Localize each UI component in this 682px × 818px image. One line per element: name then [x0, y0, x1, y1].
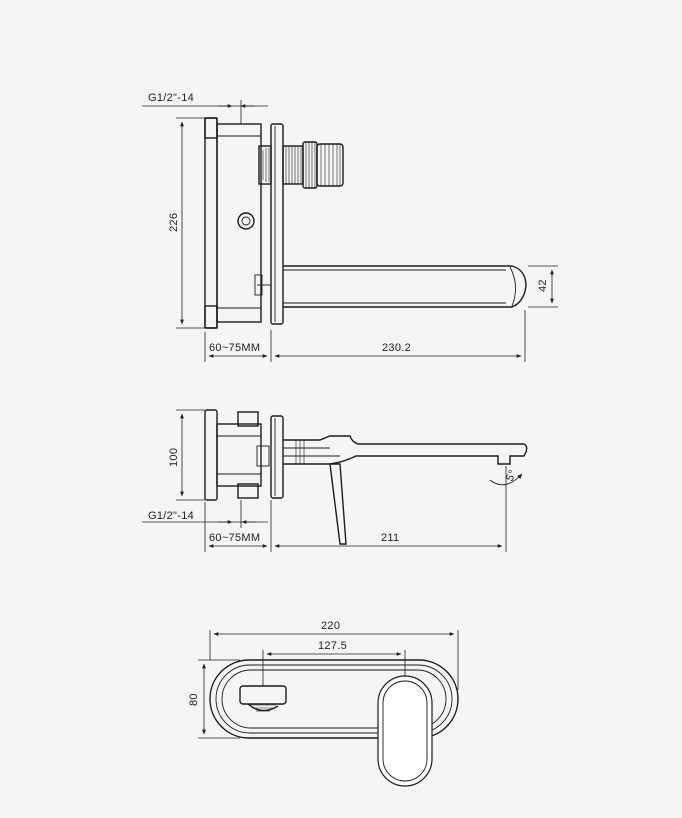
thread-label-top: G1/2"-14 — [148, 92, 194, 104]
angle-label: 5° — [504, 468, 520, 483]
dim-thread-top: G1/2"-14 — [142, 92, 268, 124]
valve-body-top — [204, 117, 271, 329]
dim-spout-42: 42 — [528, 265, 558, 308]
spout-label-42: 42 — [537, 279, 549, 292]
dim-spacing-127: 127.5 — [262, 640, 406, 686]
dim-height-80: 80 — [188, 659, 240, 739]
dim-reach-211: 211 — [274, 466, 507, 552]
dim-wall-mid: 60~75MM — [204, 500, 272, 552]
dim-height-100: 100 — [168, 409, 205, 501]
height-label-226: 226 — [168, 213, 180, 232]
spout-mid — [283, 435, 528, 465]
wall-label-top: 60~75MM — [209, 342, 260, 354]
wall-plate-mid — [270, 415, 284, 499]
lever-handle-front — [377, 675, 433, 787]
angle-mark-mid: 5° — [489, 468, 523, 486]
width-label-220: 220 — [321, 620, 340, 632]
lever-handle-mid — [329, 463, 347, 545]
spacing-label-127: 127.5 — [318, 640, 347, 652]
dim-reach-230: 230.2 — [274, 310, 526, 362]
valve-body-mid — [204, 409, 270, 501]
thread-label-mid: G1/2"-14 — [148, 510, 194, 522]
reach-label-230: 230.2 — [382, 342, 411, 354]
spout-outlet-front — [239, 685, 287, 712]
dim-width-220: 220 — [209, 620, 459, 690]
escutcheon-plate — [209, 659, 459, 739]
wall-label-mid: 60~75MM — [209, 532, 260, 544]
spout-top — [283, 265, 527, 308]
wall-plate-top — [270, 123, 284, 325]
reach-label-211: 211 — [381, 532, 399, 544]
cartridge-top — [258, 141, 344, 189]
height-label-80: 80 — [188, 693, 200, 706]
front-view: 220 127.5 80 — [188, 620, 459, 787]
side-view-middle: 5° 100 G1/2"-14 60~75MM 211 — [142, 409, 528, 552]
dim-wall-top: 60~75MM — [204, 330, 272, 362]
side-view-top: G1/2"-14 226 60~75MM 230.2 42 — [142, 92, 558, 362]
height-label-100: 100 — [168, 448, 180, 467]
dim-height-226: 226 — [168, 117, 205, 329]
